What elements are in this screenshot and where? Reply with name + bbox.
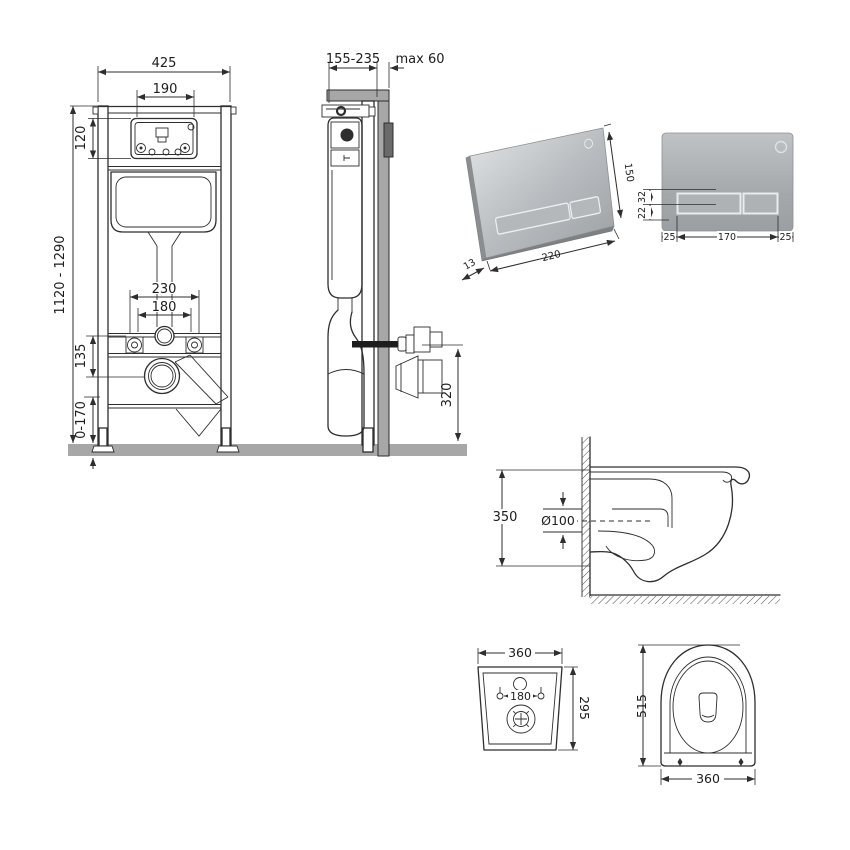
bowl-top-dimensions: 515 360 [634, 644, 756, 786]
dim-frame-height: 1120 - 1290 [53, 235, 68, 314]
wall-mount-plate [383, 122, 394, 158]
dim-plate-width: 220 [541, 249, 562, 264]
flush-button-large [495, 202, 571, 235]
dim-panel-window: 190 [153, 82, 178, 97]
dim-wall-max: max 60 [396, 52, 445, 67]
outlet-connector-cone [395, 355, 419, 399]
drain-flange [506, 704, 536, 734]
dim-frame-width: 425 [152, 56, 177, 71]
dim-frame-depth: 155-235 [326, 52, 380, 67]
inlet-connector [413, 326, 431, 353]
floor-hatch [590, 596, 780, 604]
dim-panel-height: 120 [74, 126, 89, 151]
cistern-side [321, 104, 376, 299]
dim-margin-left: 25 [663, 232, 675, 243]
dim-outlet-drop: 135 [74, 344, 89, 369]
flush-inlet-hole [513, 677, 527, 691]
frame-left-column [97, 105, 109, 446]
inlet-connector-end [429, 331, 443, 348]
dim-back-height: 295 [577, 696, 592, 720]
foot-plate [91, 445, 115, 453]
bowl-back-outline [477, 666, 563, 751]
dim-bowl-height: 350 [493, 510, 518, 525]
dim-fixing-outer: 230 [152, 282, 177, 297]
adjustable-foot-side [362, 427, 374, 453]
toilet-bowl-outline [589, 466, 751, 583]
foot-plate [216, 445, 240, 453]
rod-nut [397, 336, 407, 352]
dim-plate-depth: 13 [462, 257, 478, 273]
dim-foot-adjust: 0-170 [74, 401, 89, 439]
seat-opening [672, 660, 744, 754]
flush-button-small [569, 196, 602, 220]
flush-button-small [742, 192, 779, 215]
dim-bolt-spacing: 180 [510, 690, 531, 703]
frame-tab [230, 106, 237, 115]
frame-side-view: 155-235 max 60 320 [321, 52, 463, 457]
dim-plate-height: 150 [622, 162, 636, 182]
access-panel [130, 117, 198, 160]
adjustable-foot [221, 427, 231, 447]
brand-logo-icon [584, 138, 594, 149]
bowl-back-view: 360 180 295 [477, 645, 592, 751]
mounting-bolt [187, 337, 202, 353]
frame-front-dimensions: 425 190 120 1120 - 1290 230 180 135 0-1 [53, 56, 231, 469]
drain-outlet [143, 357, 181, 395]
drain-chute [174, 354, 229, 437]
dim-fixing-inner: 180 [152, 300, 177, 315]
flush-elbow-pipe [327, 298, 365, 437]
dim-outlet-height: 320 [440, 383, 455, 408]
dim-outlet-diameter: Ø100 [541, 513, 575, 528]
wall-hatch [582, 437, 590, 597]
rod-fitting [405, 334, 415, 354]
seat-outline [660, 644, 756, 767]
flush-plate-front: 25 170 25 32 22 [637, 132, 794, 243]
bowl-side-dimensions: 350 Ø100 [491, 469, 650, 567]
plate-perspective-dimensions: 150 220 13 [461, 123, 636, 281]
threaded-rod [352, 341, 408, 348]
flush-plate-perspective: 150 220 13 [461, 123, 636, 281]
seat-inner-rim [669, 656, 747, 753]
flush-water-inlet [698, 692, 718, 723]
frame-side-dimensions: 155-235 max 60 320 [326, 52, 463, 441]
bowl-back-dimensions: 360 180 295 [477, 645, 592, 751]
brand-logo-icon [774, 140, 788, 154]
seat-bolt-marker [496, 687, 545, 700]
dim-button-offset: 32 [637, 191, 648, 203]
hinge-marker [677, 758, 744, 766]
dim-seat-depth: 515 [634, 694, 649, 718]
adjustable-foot [98, 427, 108, 447]
dim-seat-width: 360 [696, 771, 720, 786]
top-bracket [326, 89, 390, 102]
bowl-top-view: 515 360 [634, 644, 756, 786]
bowl-side-view: 350 Ø100 [491, 436, 781, 604]
outlet-connector-socket [417, 359, 443, 394]
dim-buttons-width: 170 [718, 232, 736, 243]
mounting-bolt [127, 337, 142, 353]
plate-face [661, 132, 794, 232]
frame-tab [92, 106, 99, 115]
plate-face [469, 127, 615, 259]
flush-button-large [676, 192, 742, 215]
dim-button-height: 22 [637, 207, 648, 219]
frame-front-view: 425 190 120 1120 - 1290 230 180 135 0-1 [53, 56, 240, 469]
dim-margin-right: 25 [779, 232, 791, 243]
dim-back-width: 360 [508, 645, 532, 660]
floor [68, 444, 467, 456]
bowl-back-inner [482, 672, 558, 745]
plate-front-dimensions: 25 170 25 32 22 [637, 189, 794, 243]
